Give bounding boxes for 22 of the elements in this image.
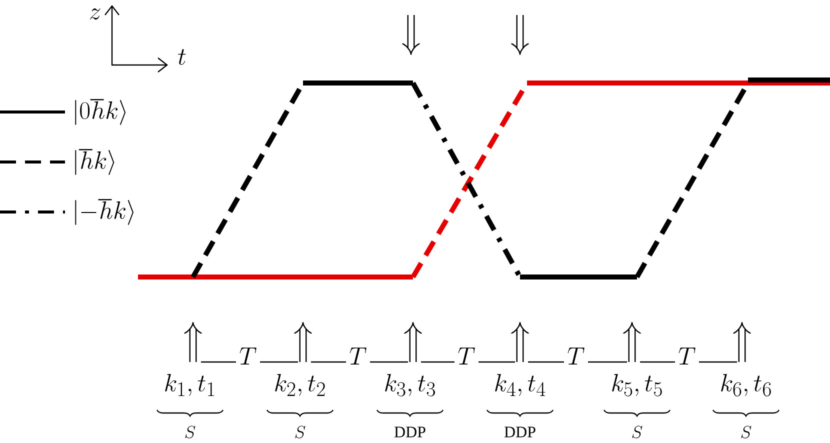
- interval-label: $T$: [350, 348, 366, 364]
- axis-label: $z$: [90, 8, 100, 20]
- pulse-type-label: $S$: [741, 426, 752, 438]
- legend-label: $\left|-\hbar k\right\rangle$: [75, 199, 134, 225]
- axis-label: $t$: [178, 49, 186, 65]
- interval-label: $T$: [458, 348, 475, 364]
- interval-label: $T$: [240, 348, 256, 364]
- pulse-label: $k_{4}, t_{4}$: [495, 374, 546, 396]
- pulse-type-label: $S$: [632, 426, 642, 438]
- pulse-label: $k_{2}, t_{2}$: [275, 374, 325, 396]
- pulse-label: $k_{6}, t_{6}$: [721, 374, 771, 396]
- interval-label: $T$: [678, 348, 696, 364]
- pulse-type-label: $S$: [185, 426, 196, 438]
- pulse-label: $k_{5}, t_{5}$: [612, 374, 662, 396]
- pulse-type-label: $\mathrm{DDP}$: [394, 426, 426, 438]
- pulse-label: $k_{1}, t_{1}$: [165, 374, 214, 396]
- pulse-type-label: $S$: [295, 426, 306, 438]
- legend-label: $\left|\hbar k\right\rangle$: [75, 149, 114, 175]
- interval-label: $T$: [568, 348, 584, 364]
- pulse-type-label: $\mathrm{DDP}$: [504, 426, 536, 438]
- legend-label: $\left|0\hbar k\right\rangle$: [75, 99, 126, 125]
- pulse-label: $k_{3}, t_{3}$: [385, 374, 435, 396]
